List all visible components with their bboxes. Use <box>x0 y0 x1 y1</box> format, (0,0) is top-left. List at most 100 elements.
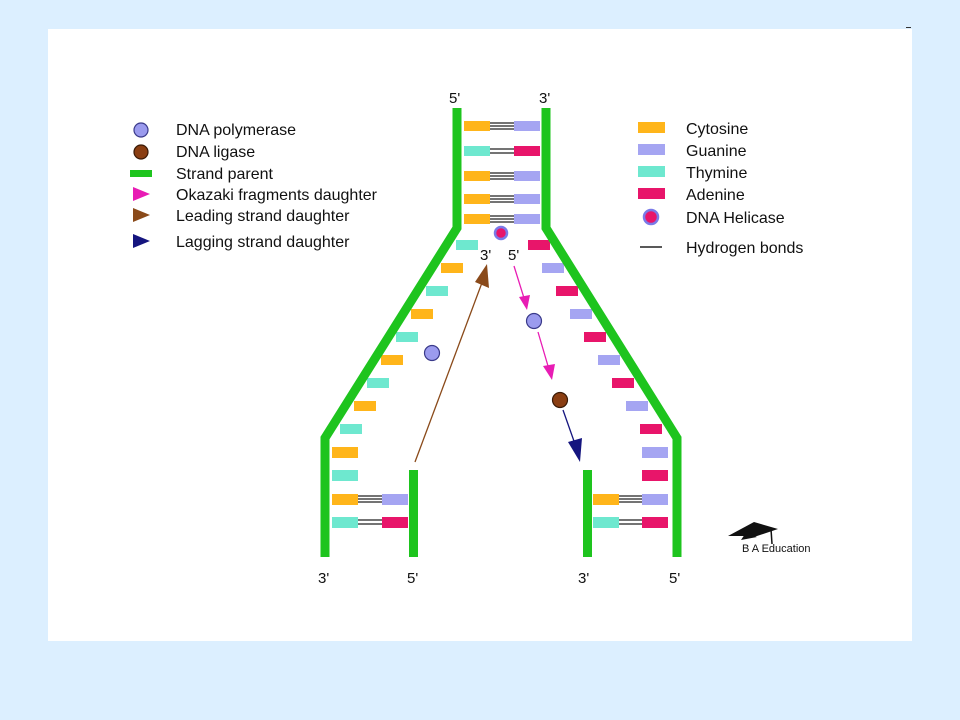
end-label-fork-left: 3' <box>480 247 491 264</box>
left-arm-bases <box>332 240 478 481</box>
brand-logo: B A Education <box>728 522 811 555</box>
legend-label: Guanine <box>686 143 747 160</box>
legend-item-thymine: Thymine <box>638 165 747 182</box>
legend-label: Okazaki fragments daughter <box>176 187 378 204</box>
dna-ligase-circle-icon <box>133 144 149 160</box>
end-label-top-right: 3' <box>539 90 550 107</box>
legend-item-helicase: DNA Helicase <box>642 208 785 227</box>
base-cytosine <box>464 121 490 131</box>
base-thymine <box>456 240 478 250</box>
end-label-bottom-right-outer: 5' <box>669 570 680 587</box>
legend-item-lagging: Lagging strand daughter <box>133 234 350 251</box>
base-cytosine <box>411 309 433 319</box>
okazaki-arrow-head-icon <box>543 364 555 380</box>
base-thymine <box>464 146 490 156</box>
legend-right: Cytosine Guanine Thymine Adenine DNA Hel… <box>638 121 803 257</box>
daughter-strand-leading <box>409 470 418 557</box>
thymine-swatch-icon <box>638 166 665 177</box>
end-label-fork-right: 5' <box>508 247 519 264</box>
base-thymine <box>426 286 448 296</box>
base-guanine <box>642 447 668 458</box>
legend-label: Thymine <box>686 165 747 182</box>
legend-label: Strand parent <box>176 166 274 183</box>
base-thymine <box>367 378 389 388</box>
lagging-strand-arrow <box>562 409 582 462</box>
dna-polymerase-icon <box>423 344 441 362</box>
legend-label: Adenine <box>686 187 745 204</box>
base-cytosine <box>354 401 376 411</box>
base-adenine <box>642 470 668 481</box>
hydrogen-bonds-bottom-right <box>619 495 642 525</box>
base-adenine <box>514 146 540 156</box>
helicase-icon <box>642 208 660 226</box>
base-cytosine <box>332 494 358 505</box>
dna-ligase-icon <box>551 391 569 409</box>
legend-item-dna-polymerase: DNA polymerase <box>133 122 296 139</box>
legend-item-leading: Leading strand daughter <box>133 208 350 225</box>
base-guanine <box>514 214 540 224</box>
lagging-arrow-head-icon <box>568 438 582 462</box>
hydrogen-bonds-bottom-left <box>358 495 382 525</box>
hydrogen-bonds-top <box>490 122 514 223</box>
corner-mark <box>906 27 911 28</box>
legend-item-hydrogen-bonds: Hydrogen bonds <box>640 240 803 257</box>
base-thymine <box>332 470 358 481</box>
legend-label: Leading strand daughter <box>176 208 350 225</box>
dna-polymerase-icon <box>525 312 543 330</box>
legend-label: Cytosine <box>686 121 748 138</box>
base-adenine <box>382 517 408 528</box>
graduation-cap-icon <box>728 522 778 536</box>
legend-item-adenine: Adenine <box>638 187 745 204</box>
base-cytosine <box>464 171 490 181</box>
parent-strand-left <box>320 108 462 557</box>
strand-parent-bar-icon <box>130 170 152 177</box>
base-thymine <box>332 517 358 528</box>
leading-arrow-head-icon <box>475 264 489 288</box>
okazaki-arrow-icon <box>133 187 150 201</box>
base-cytosine <box>381 355 403 365</box>
base-cytosine <box>464 214 490 224</box>
legend-label: DNA ligase <box>176 144 255 161</box>
end-label-bottom-left-outer: 3' <box>318 570 329 587</box>
okazaki-arrows <box>513 265 555 380</box>
graduation-cap-base-icon <box>741 531 757 540</box>
base-guanine <box>542 263 564 273</box>
base-thymine <box>396 332 418 342</box>
base-guanine <box>514 194 540 204</box>
parent-duplex-top <box>464 121 540 224</box>
parent-strand-right <box>541 108 682 557</box>
legend-label: Lagging strand daughter <box>176 234 350 251</box>
end-label-top-left: 5' <box>449 90 460 107</box>
base-adenine <box>584 332 606 342</box>
legend-item-guanine: Guanine <box>638 143 747 160</box>
legend-label: DNA polymerase <box>176 122 296 139</box>
legend-item-cytosine: Cytosine <box>638 121 748 138</box>
base-adenine <box>612 378 634 388</box>
lagging-arrow-icon <box>133 234 150 248</box>
base-thymine <box>593 517 619 528</box>
base-adenine <box>556 286 578 296</box>
end-label-bottom-left-inner: 5' <box>407 570 418 587</box>
base-guanine <box>514 121 540 131</box>
helicase-icon <box>493 225 509 241</box>
base-thymine <box>340 424 362 434</box>
base-guanine <box>514 171 540 181</box>
base-adenine <box>528 240 550 250</box>
base-guanine <box>382 494 408 505</box>
base-cytosine <box>441 263 463 273</box>
daughter-strand-lagging <box>583 470 592 557</box>
base-guanine <box>626 401 648 411</box>
base-adenine <box>640 424 662 434</box>
base-guanine <box>598 355 620 365</box>
cytosine-swatch-icon <box>638 122 665 133</box>
adenine-swatch-icon <box>638 188 665 199</box>
bottom-left-duplex <box>332 494 408 528</box>
leading-strand-arrow <box>414 264 489 463</box>
right-arm-bases <box>528 240 668 481</box>
base-cytosine <box>593 494 619 505</box>
legend-label: DNA Helicase <box>686 210 785 227</box>
base-cytosine <box>332 447 358 458</box>
legend-item-dna-ligase: DNA ligase <box>133 144 255 161</box>
base-cytosine <box>464 194 490 204</box>
